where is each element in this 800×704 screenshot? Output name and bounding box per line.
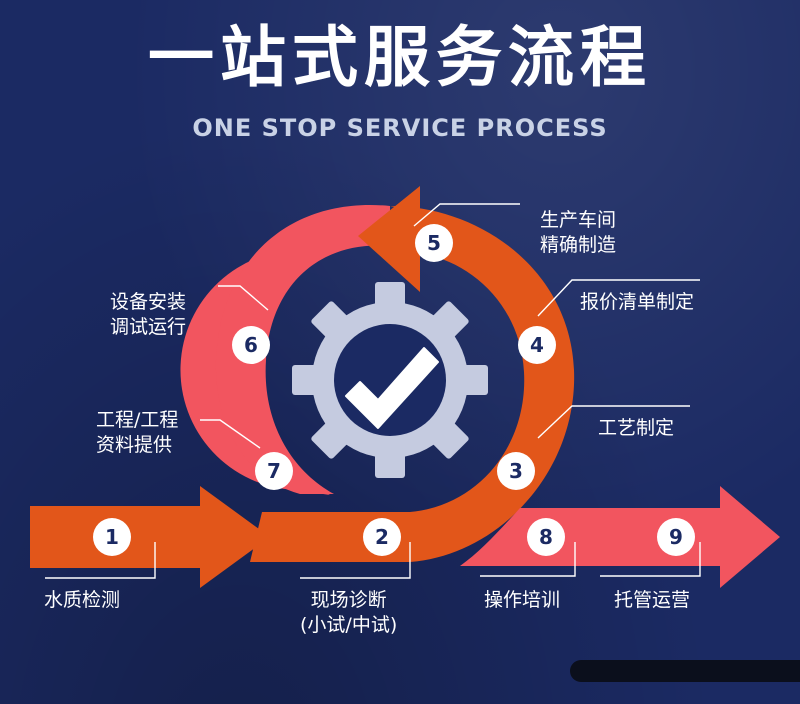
orange-loop-arc [250, 186, 575, 562]
input-arrow [30, 486, 270, 588]
step-label-2: 现场诊断 (小试/中试) [300, 589, 398, 636]
step-circle-7 [255, 452, 293, 490]
step-circle-6 [232, 326, 270, 364]
leader-lines [45, 203, 701, 579]
step-circle-5 [415, 224, 453, 262]
step-label-4: 报价清单制定 [580, 291, 695, 313]
page-subtitle: ONE STOP SERVICE PROCESS [192, 114, 608, 142]
coral-loop-arc [180, 218, 362, 495]
step-label-1: 水质检测 [44, 589, 121, 611]
step-number-7: 7 [267, 459, 281, 483]
step-circle-1 [93, 518, 131, 556]
step-circle-3 [497, 452, 535, 490]
step-label-7: 工程/工程 资料提供 [96, 409, 179, 456]
step-label-5: 生产车间 精确制造 [540, 209, 617, 256]
coral-loop-arc-body [215, 204, 390, 495]
step-circles [93, 224, 695, 556]
step-label-8: 操作培训 [484, 589, 561, 611]
step-number-3: 3 [509, 459, 523, 483]
step-label-6: 设备安装 调试运行 [110, 291, 187, 338]
step-label-9: 托管运营 [614, 589, 691, 611]
step-number-1: 1 [105, 525, 119, 549]
bottom-bar [570, 660, 800, 682]
page-title: 一站式服务流程 [148, 19, 652, 96]
step-circle-2 [363, 518, 401, 556]
checkmark-icon [345, 347, 439, 429]
step-circle-8 [527, 518, 565, 556]
step-number-8: 8 [539, 525, 553, 549]
step-label-3: 工艺制定 [598, 417, 675, 439]
step-circle-4 [518, 326, 556, 364]
step-circle-9 [657, 518, 695, 556]
step-number-4: 4 [530, 333, 544, 357]
gear-icon [292, 282, 488, 478]
step-number-5: 5 [427, 231, 441, 255]
step-number-6: 6 [244, 333, 258, 357]
step-number-2: 2 [375, 525, 389, 549]
step-number-9: 9 [669, 525, 683, 549]
